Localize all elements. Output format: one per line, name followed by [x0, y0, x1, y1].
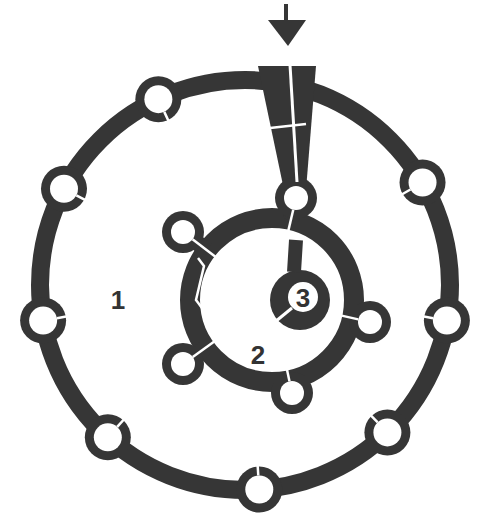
outer-ring: 123	[30, 70, 460, 500]
region-number: 2	[251, 342, 265, 368]
region-number: 3	[296, 285, 310, 311]
region-number: 1	[111, 287, 125, 313]
center-chamber: 3	[270, 270, 330, 330]
inner-ring: 23	[180, 208, 364, 392]
